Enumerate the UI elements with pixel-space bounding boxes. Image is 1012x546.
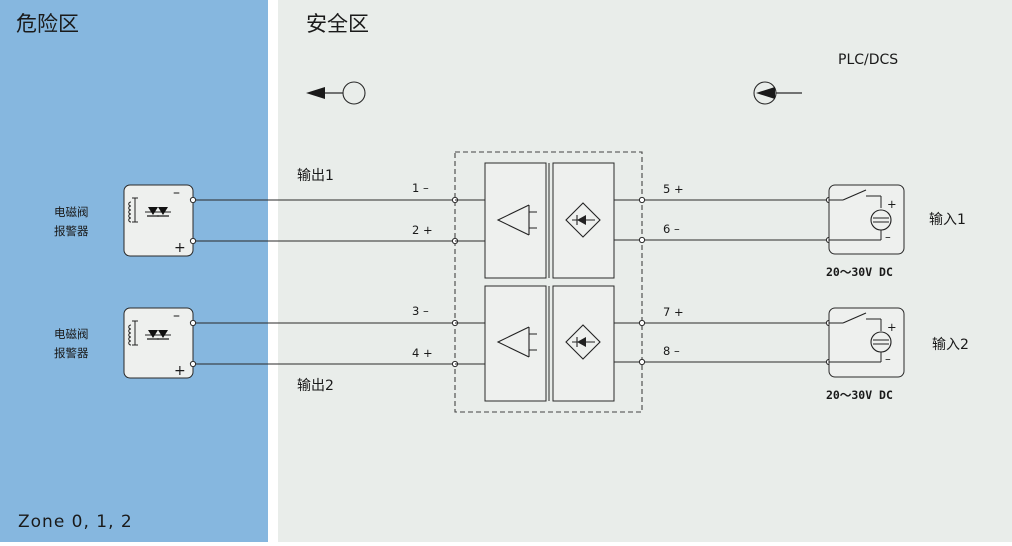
input-minus: – xyxy=(885,352,891,366)
barrier-enclosure xyxy=(454,151,643,413)
zone-footer: Zone 0, 1, 2 xyxy=(18,512,133,532)
terminal-in-3: 3 – xyxy=(412,304,429,318)
current-source-icon xyxy=(829,209,892,241)
valve-label-line1: 电磁阀 xyxy=(54,205,89,219)
switch-icon xyxy=(829,189,882,208)
diode-bridge-icon xyxy=(565,324,601,360)
diode-bridge-icon xyxy=(565,202,601,238)
plc-input-box xyxy=(828,184,905,255)
input-label: 输入2 xyxy=(932,337,969,353)
channel-2: – + 电磁阀 报警器 输出2 3 – 4 + xyxy=(54,285,969,402)
terminal-in-2: 2 + xyxy=(412,223,433,237)
valve-label-line1: 电磁阀 xyxy=(54,327,89,341)
solenoid-plus: + xyxy=(174,363,186,379)
terminal-out-8: 8 – xyxy=(663,344,680,358)
input-plus: + xyxy=(887,320,897,334)
switch-icon xyxy=(829,312,882,331)
current-source-icon xyxy=(829,331,892,363)
solenoid-plus: + xyxy=(174,240,186,256)
solenoid-minus: – xyxy=(173,185,180,201)
input-plus: + xyxy=(887,197,897,211)
output-label: 输出1 xyxy=(297,168,334,184)
hazardous-zone-title: 危险区 xyxy=(16,12,79,36)
arrow-into-circle-icon xyxy=(753,81,802,105)
amplifier-icon xyxy=(496,204,537,236)
amplifier-block xyxy=(484,162,547,279)
solenoid-minus: – xyxy=(173,308,180,324)
input-label: 输入1 xyxy=(929,212,966,228)
plc-input-box xyxy=(828,307,905,378)
terminal-out-6: 6 – xyxy=(663,222,680,236)
safe-zone-title: 安全区 xyxy=(306,12,369,36)
supply-label: 20～30V DC xyxy=(826,265,893,279)
solenoid-box xyxy=(123,184,194,257)
solenoid-icon xyxy=(128,320,171,346)
terminal-out-7: 7 + xyxy=(663,305,684,319)
hazardous-zone xyxy=(0,0,268,542)
channel-1: – + 电磁阀 报警器 输出1 1 – 2 + xyxy=(54,162,966,279)
arrow-left-circle-icon xyxy=(306,81,366,105)
terminal-in-1: 1 – xyxy=(412,181,429,195)
amplifier-icon xyxy=(496,326,537,358)
valve-label-line2: 报警器 xyxy=(54,346,89,360)
solenoid-box xyxy=(123,307,194,379)
input-minus: – xyxy=(885,230,891,244)
safe-zone xyxy=(278,0,1012,542)
terminal-out-5: 5 + xyxy=(663,182,684,196)
valve-label-line2: 报警器 xyxy=(54,224,89,238)
solenoid-icon xyxy=(128,197,171,223)
zone-gap xyxy=(268,0,278,542)
terminal-in-4: 4 + xyxy=(412,346,433,360)
supply-label: 20～30V DC xyxy=(826,388,893,402)
output-label: 输出2 xyxy=(297,378,334,394)
amplifier-block xyxy=(484,285,547,402)
plc-label: PLC/DCS xyxy=(838,52,898,68)
